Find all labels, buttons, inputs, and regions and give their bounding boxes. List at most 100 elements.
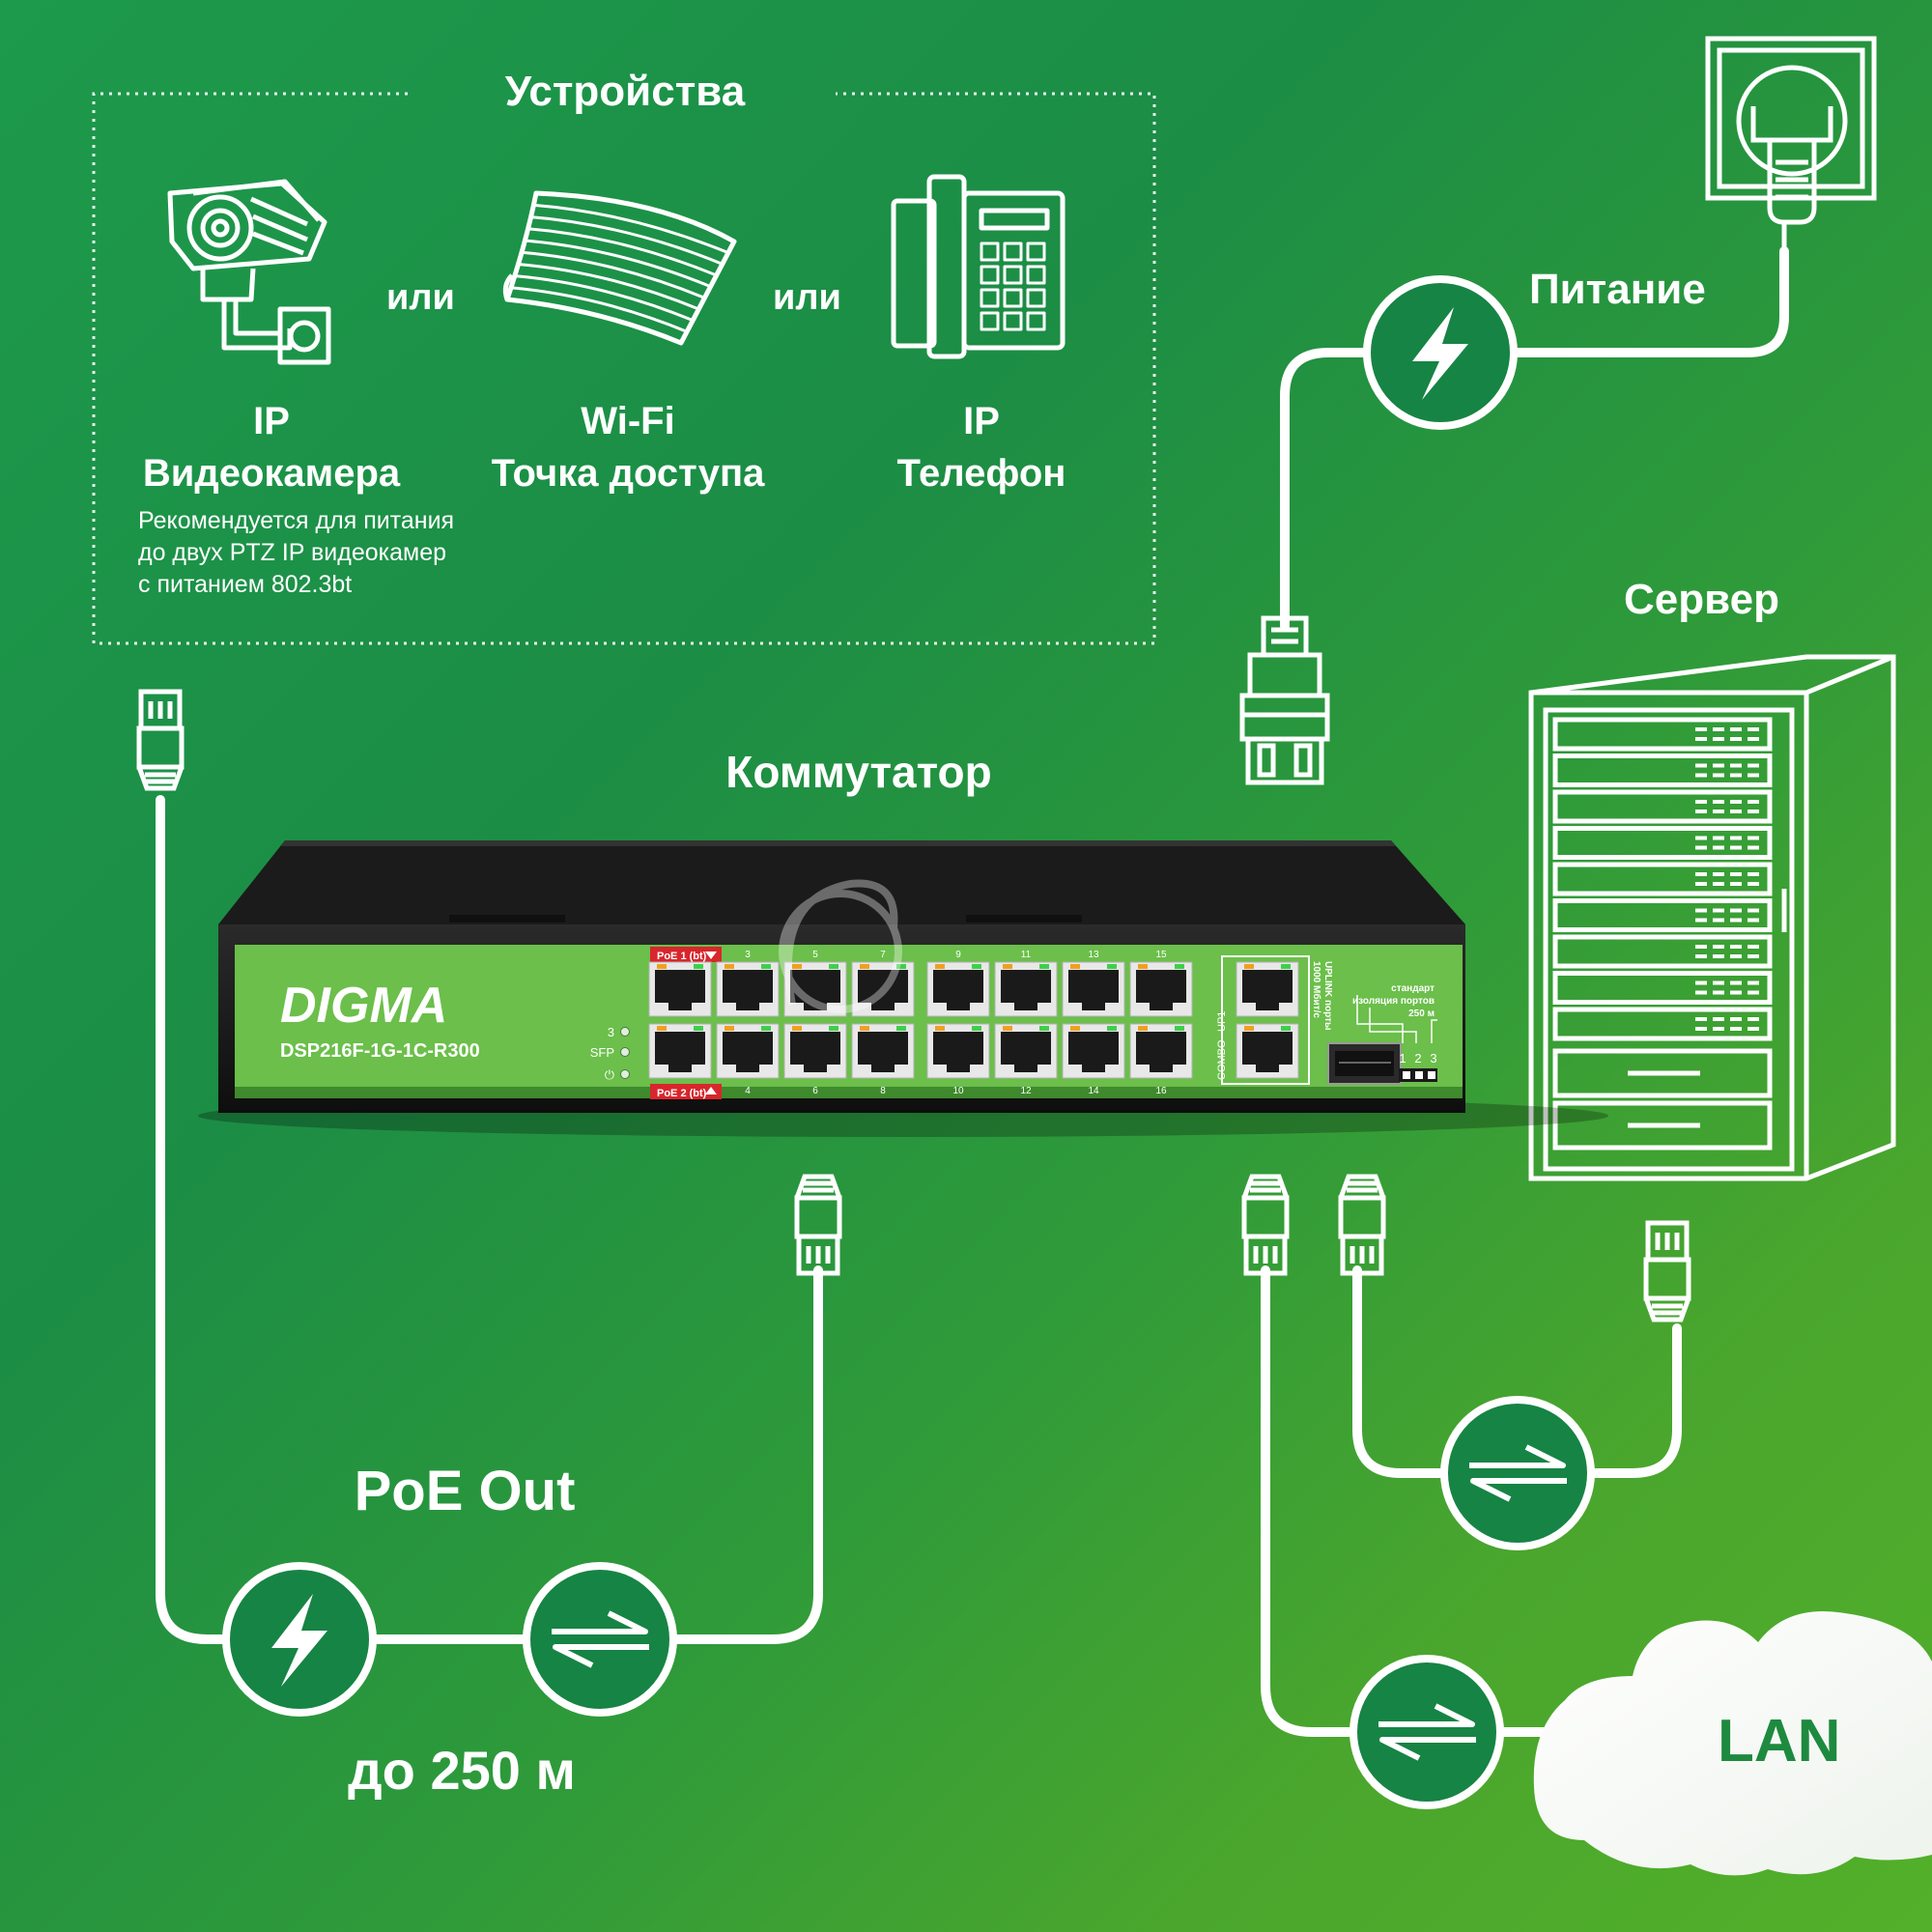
uplink-text-1: UPLINK порты — [1322, 961, 1333, 1031]
poe2-tag — [650, 1084, 722, 1099]
status-led — [620, 1027, 630, 1037]
power-cable — [1280, 348, 1370, 631]
dip-text-3: 250 м — [1408, 1009, 1435, 1019]
uplink-frame — [1221, 955, 1310, 1085]
port-number: 13 — [1088, 950, 1099, 960]
server-cable — [1352, 1265, 1448, 1478]
port-number: 10 — [952, 1086, 964, 1096]
switch-label: Коммутатор — [725, 747, 992, 797]
lightning-icon — [271, 1594, 327, 1687]
rj45-ports — [648, 961, 1299, 1079]
led-label: 3 — [608, 1025, 614, 1039]
port-number: 7 — [880, 950, 886, 960]
devices-frame — [92, 92, 1156, 645]
lan-label: LAN — [1718, 1708, 1841, 1775]
distance-label: до 250 м — [348, 1740, 576, 1801]
ethernet-plug-icon — [1241, 1174, 1290, 1276]
ap-label-line2: Точка доступа — [491, 452, 765, 495]
power-socket-icon — [1705, 36, 1877, 253]
rack-unit — [1552, 898, 1773, 932]
rack-unit — [1552, 934, 1773, 969]
phone-icon — [891, 174, 1065, 359]
port-number: 8 — [880, 1086, 886, 1096]
port-number: 6 — [812, 1086, 818, 1096]
devices-title: Устройства — [504, 68, 746, 115]
port-number: 5 — [812, 950, 818, 960]
power-circle — [1363, 275, 1518, 430]
exchange-arrows-icon — [1469, 1444, 1567, 1502]
port-number: 15 — [1155, 950, 1167, 960]
lan-data-circle — [1350, 1655, 1504, 1809]
ethernet-plug-icon — [794, 1174, 842, 1276]
rack-unit — [1552, 862, 1773, 896]
ap-label-line1: Wi-Fi — [581, 400, 675, 442]
rj45-port — [1062, 1023, 1125, 1079]
brand-logo: DIGMA — [280, 978, 447, 1034]
svg-text:PoE 2 (bt): PoE 2 (bt) — [657, 1088, 707, 1099]
server-cable-right — [1587, 1323, 1682, 1478]
server-data-circle — [1440, 1396, 1595, 1550]
poe1-tag — [650, 947, 722, 962]
svg-text:PoE 1 (bt): PoE 1 (bt) — [657, 951, 707, 962]
exchange-arrows-icon — [1378, 1703, 1476, 1761]
port-numbers: 3 5 7 9 11 13 15 4 6 8 10 12 14 16 — [745, 950, 1167, 1096]
rack-unit — [1552, 971, 1773, 1005]
rj45-port — [926, 1023, 990, 1079]
rj45-port — [1129, 1023, 1193, 1079]
port-number: 4 — [745, 1086, 751, 1096]
rj45-port — [648, 961, 712, 1017]
note-line-2: до двух PTZ IP видеокамер — [138, 539, 447, 566]
watermark — [779, 879, 902, 1013]
rack-unit — [1552, 789, 1773, 824]
camera-label-line1: IP — [253, 400, 290, 442]
rj45-port — [1236, 1023, 1299, 1079]
poe-data-circle — [523, 1562, 677, 1717]
poe-cable-left — [156, 795, 230, 1644]
rj45-port — [783, 1023, 847, 1079]
rack-unit — [1552, 753, 1773, 787]
cables — [156, 246, 1789, 1737]
svg-text:2: 2 — [1414, 1051, 1421, 1065]
server-label: Сервер — [1624, 576, 1779, 623]
rj45-port — [1236, 961, 1299, 1017]
ethernet-plug-icon — [136, 689, 185, 791]
rj45-port — [716, 1023, 780, 1079]
rj45-port — [851, 1023, 915, 1079]
port-number: 9 — [955, 950, 961, 960]
port-number: 12 — [1020, 1086, 1032, 1096]
port-number: 14 — [1088, 1086, 1099, 1096]
rj45-port — [926, 961, 990, 1017]
port-number: 16 — [1155, 1086, 1167, 1096]
server-rack-icon — [1528, 654, 1896, 1181]
rack-unit — [1552, 1007, 1773, 1041]
ethernet-plug-icon — [1643, 1220, 1691, 1322]
rack-unit — [1552, 717, 1773, 752]
phone-label-line2: Телефон — [896, 452, 1066, 495]
exchange-arrows-icon — [552, 1610, 649, 1668]
note-line-3: с питанием 802.3bt — [138, 571, 353, 598]
camera-label-line2: Видеокамера — [142, 452, 401, 495]
status-led — [620, 1047, 630, 1057]
uplink-text-2: 1000 Мбит/с — [1311, 961, 1322, 1018]
dip-text-1: стандарт — [1391, 983, 1435, 994]
port-number: 3 — [745, 950, 751, 960]
led-label: SFP — [590, 1045, 614, 1060]
or-label-2: или — [773, 277, 841, 318]
svg-text:3: 3 — [1430, 1051, 1436, 1065]
port-number: 11 — [1021, 950, 1032, 960]
rack-unit — [1552, 826, 1773, 860]
rj45-port — [716, 961, 780, 1017]
access-point-icon — [502, 190, 737, 346]
status-led — [620, 1069, 630, 1079]
power-label: Питание — [1529, 266, 1706, 313]
uplink-combo-label: COMBO — [1216, 1039, 1228, 1080]
rj45-port — [1062, 961, 1125, 1017]
rj45-port — [994, 961, 1058, 1017]
poe-cable-right — [669, 1265, 823, 1644]
cloud-icon — [1533, 1611, 1932, 1876]
svg-text:1: 1 — [1399, 1051, 1406, 1065]
lightning-icon — [1412, 307, 1468, 400]
